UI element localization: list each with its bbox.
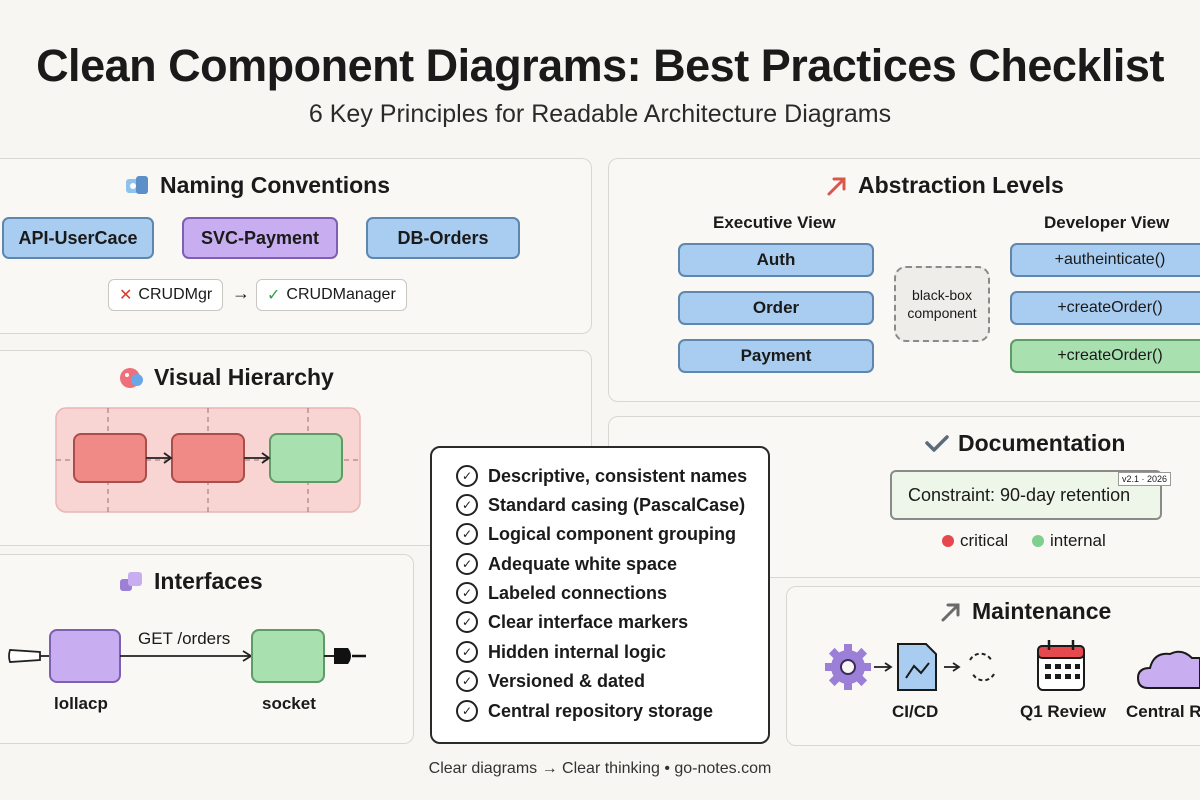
- hierarchy-title: Visual Hierarchy: [118, 364, 334, 391]
- document-chart-icon: [897, 643, 937, 691]
- interface-icon: [120, 571, 142, 591]
- checkmark-icon: ✓: [456, 670, 478, 692]
- checklist-item: ✓Clear interface markers: [456, 611, 688, 633]
- checkmark-icon: ✓: [456, 553, 478, 575]
- legend-internal: internal: [1032, 531, 1106, 551]
- cross-icon: ✕: [119, 287, 133, 304]
- interface-right-label: socket: [262, 694, 316, 713]
- checkmark-icon: ✓: [456, 494, 478, 516]
- arrow-up-right-icon: [827, 177, 846, 195]
- checklist-item: ✓Standard casing (PascalCase): [456, 494, 745, 516]
- checkmark-icon: ✓: [456, 582, 478, 604]
- maintenance-title: Maintenance: [938, 598, 1111, 625]
- constraint-text: Constraint: 90-day retention: [908, 484, 1131, 505]
- interface-arrow-label: GET /orders: [138, 629, 231, 648]
- maintenance-title-text: Maintenance: [972, 598, 1112, 624]
- checklist-item: ✓Descriptive, consistent names: [456, 465, 747, 487]
- interface-box-right: [251, 629, 325, 683]
- checkmark-icon: ✓: [456, 641, 478, 663]
- arrow-up-right-icon: [941, 603, 960, 621]
- constraint-note: Constraint: 90-day retention: [890, 470, 1162, 520]
- dev-item-authenticate: +autheinticate(): [1010, 243, 1200, 277]
- checkmark-icon: ✓: [456, 611, 478, 633]
- interfaces-title: Interfaces: [118, 568, 263, 595]
- checklist-item: ✓Labeled connections: [456, 582, 667, 604]
- interfaces-diagram: [8, 629, 366, 683]
- maintenance-label-cicd: CI/CD: [892, 702, 939, 721]
- checkmark-icon: ✓: [456, 523, 478, 545]
- version-badge: v2.1 · 2026: [1118, 472, 1172, 486]
- hierarchy-box-2: [171, 433, 245, 483]
- naming-tag-api: API-UserCace: [2, 217, 154, 259]
- good-name-label: CRUDManager: [286, 286, 396, 303]
- hierarchy-box-1: [73, 433, 147, 483]
- exec-item-payment: Payment: [678, 339, 874, 373]
- good-name-chip: ✓ CRUDManager: [256, 279, 407, 311]
- footer: Clear diagrams → Clear thinking • go-not…: [428, 760, 772, 777]
- developer-view-label: Developer View: [1044, 213, 1170, 232]
- green-dot-icon: [1032, 535, 1044, 547]
- naming-title: Naming Conventions: [124, 172, 390, 199]
- exec-item-order: Order: [678, 291, 874, 325]
- abstraction-title-text: Abstraction Levels: [858, 172, 1064, 198]
- hierarchy-box-3: [269, 433, 343, 483]
- naming-icon: [126, 175, 148, 194]
- dev-item-create-order-2: +createOrder(): [1010, 339, 1200, 373]
- red-dot-icon: [942, 535, 954, 547]
- checklist-item: ✓Logical component grouping: [456, 523, 736, 545]
- interface-left-label: lollacp: [54, 694, 108, 713]
- dev-item-create-order: +createOrder(): [1010, 291, 1200, 325]
- checklist-item: ✓Adequate white space: [456, 553, 677, 575]
- abstraction-title: Abstraction Levels: [824, 172, 1064, 199]
- checkmark-icon: [925, 434, 949, 452]
- checklist-card: [430, 446, 770, 744]
- checkmark-icon: ✓: [456, 700, 478, 722]
- calendar-icon: [1037, 640, 1085, 691]
- executive-view-label: Executive View: [713, 213, 836, 232]
- bad-name-chip: ✕ CRUDMgr: [108, 279, 224, 311]
- hierarchy-title-text: Visual Hierarchy: [154, 364, 334, 390]
- legend-critical: critical: [942, 531, 1008, 551]
- page-subtitle: 6 Key Principles for Readable Architectu…: [308, 100, 892, 128]
- maintenance-label-review: Q1 Review: [1020, 702, 1106, 721]
- check-icon: ✓: [267, 287, 281, 304]
- exec-item-auth: Auth: [678, 243, 874, 277]
- interfaces-title-text: Interfaces: [154, 568, 263, 594]
- maintenance-label-repo: Central R: [1126, 702, 1200, 721]
- cloud-icon: [1136, 650, 1200, 689]
- naming-title-text: Naming Conventions: [160, 172, 391, 198]
- documentation-title-text: Documentation: [958, 430, 1126, 456]
- checklist-item: ✓Versioned & dated: [456, 670, 645, 692]
- hierarchy-diagram: [55, 407, 361, 513]
- interface-box-left: [49, 629, 121, 683]
- gear-icon: [825, 644, 871, 690]
- page-title: Clean Component Diagrams: Best Practices…: [36, 40, 1164, 91]
- checklist-item: ✓Central repository storage: [456, 700, 713, 722]
- black-box-component: black-box component: [894, 266, 990, 342]
- palette-icon: [120, 367, 143, 388]
- documentation-title: Documentation: [924, 430, 1125, 457]
- naming-tag-svc: SVC-Payment: [182, 217, 338, 259]
- bad-name-label: CRUDMgr: [138, 286, 213, 303]
- naming-arrow-icon: →: [232, 283, 250, 303]
- naming-tag-db: DB-Orders: [366, 217, 520, 259]
- checkmark-icon: ✓: [456, 465, 478, 487]
- checklist-item: ✓Hidden internal logic: [456, 641, 666, 663]
- maintenance-diagram: [825, 640, 1200, 691]
- sync-icon: [969, 652, 995, 682]
